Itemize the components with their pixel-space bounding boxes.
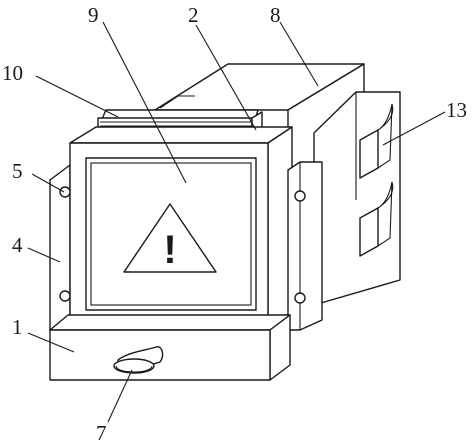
left-upper-bolt-icon xyxy=(59,186,71,198)
right-upper-bolt-icon xyxy=(294,190,306,202)
label-1: 1 xyxy=(12,315,23,339)
label-13: 13 xyxy=(446,98,467,122)
right-lower-bolt-icon xyxy=(294,292,306,304)
left-lower-bolt-icon xyxy=(59,290,71,302)
label-9: 9 xyxy=(88,3,99,27)
label-2: 2 xyxy=(188,3,199,27)
label-7: 7 xyxy=(96,421,107,442)
drawer-knob-icon xyxy=(113,346,164,374)
callout-labels: 9 2 8 10 13 5 4 1 7 xyxy=(2,3,467,442)
warning-triangle-icon: ! xyxy=(123,203,217,273)
label-10: 10 xyxy=(2,61,23,85)
bottom-drawer xyxy=(49,314,291,381)
label-5: 5 xyxy=(12,159,23,183)
leader-lines xyxy=(27,21,446,423)
label-8: 8 xyxy=(270,3,281,27)
label-4: 4 xyxy=(12,233,23,257)
main-box xyxy=(69,126,293,326)
lower-side-door xyxy=(359,181,394,257)
upper-side-door xyxy=(359,103,394,179)
right-mount-plate xyxy=(287,161,323,331)
side-door-box xyxy=(313,91,401,306)
warning-glyph: ! xyxy=(163,228,176,272)
